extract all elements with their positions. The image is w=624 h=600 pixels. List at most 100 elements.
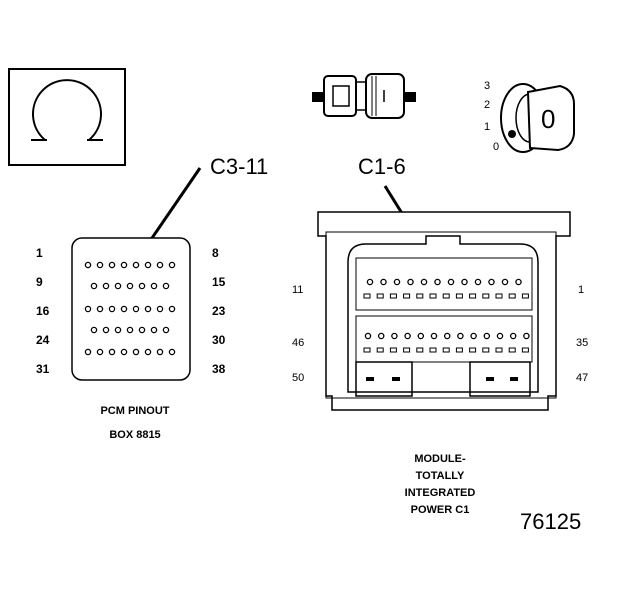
pin-slot [403,293,411,299]
pcm-row-label-left: 31 [36,362,50,376]
pin-dot [120,261,128,269]
pcm-row-label-left: 16 [36,304,50,318]
pin-slot [455,347,463,353]
pcm-caption-line2: BOX 8815 [109,429,161,441]
pin-dot [138,282,146,290]
pin-dot [144,305,152,313]
pin-slot [403,347,411,353]
pin-slot [363,347,371,353]
pin-dot [457,332,464,340]
pin-slot [416,347,424,353]
pin-dot [156,305,164,313]
pin-slot [429,347,437,353]
pin-dot [162,326,170,334]
pin-dot [102,282,110,290]
callout-label-c1-6: C1-6 [358,154,406,179]
pin-dot [168,261,176,269]
pin-slot [521,293,529,299]
pin-dot [102,326,110,334]
pcm-row-label-right: 38 [212,362,226,376]
pin-dot [443,332,451,340]
key-position-3: 3 [484,80,491,92]
pin-dot [523,332,530,340]
pin-dot [417,332,425,340]
pin-dot [380,278,387,286]
module-caption-line2: TOTALLY [415,470,465,482]
pcm-row-label-right: 23 [212,304,226,318]
pin-dot [474,278,482,286]
pin-dot [509,332,517,340]
pin-slot [389,293,397,299]
pin-dot [96,348,104,356]
pcm-row-label-left: 9 [36,275,43,289]
pin-dot [138,326,146,334]
connector-icon [312,73,416,119]
pcm-pin-grid [84,261,176,356]
pin-slot [376,347,384,353]
pin-dot [108,261,116,269]
pin-dot [496,332,504,340]
pin-dot [108,348,116,356]
pin-slot [363,293,371,299]
pin-dot [114,282,122,290]
pin-dot [144,261,152,269]
module-pin-grid [363,278,530,353]
pin-dot [156,348,164,356]
pin-dot [364,332,372,340]
pin-dot [404,332,411,340]
pcm-row-label-right: 15 [212,275,226,289]
pin-dot [470,332,477,340]
pin-dot [483,332,491,340]
omega-icon [31,79,103,141]
pin-dot [120,305,128,313]
key-position-0: 0 [493,141,500,153]
pin-dot [90,282,98,290]
pin-dot [84,348,92,356]
pin-slot [482,293,490,299]
pin-dot [126,282,134,290]
ohmmeter-symbol-box [8,68,126,166]
pin-slot [442,347,450,353]
pin-slot [469,347,477,353]
pin-dot [114,326,122,334]
pcm-row-label-right: 8 [212,246,219,260]
pin-dot [120,348,128,356]
pin-slot [508,293,516,299]
pin-dot [366,278,374,286]
pin-dot [168,348,176,356]
pin-dot [84,305,92,313]
pin-slot [495,293,503,299]
pin-dot [96,261,104,269]
module-caption-line1: MODULE- [414,453,466,465]
pcm-row-label-left: 1 [36,246,43,260]
key-label: 0 [541,104,556,134]
pin-slot [416,293,424,299]
pcm-caption-line1: PCM PINOUT [100,405,170,417]
pin-slot [521,347,529,353]
pin-dot [430,332,438,340]
callout-label-c3-11: C3-11 [210,154,269,179]
pin-dot [144,348,152,356]
pin-dot [393,278,401,286]
pin-dot [132,305,140,313]
ignition-key-icon [500,83,575,153]
pin-slot [482,347,490,353]
figure-number: 76125 [520,509,582,534]
pin-dot [84,261,92,269]
module-label-left: 46 [292,337,305,349]
module-label-right: 1 [578,284,585,296]
pin-slot [376,293,384,299]
pin-dot [515,278,522,286]
module-caption-line3: INTEGRATED [404,487,476,499]
pin-dot [501,278,509,286]
pin-dot [407,278,414,286]
pin-dot [156,261,164,269]
pin-dot [150,326,158,334]
pin-dot [126,326,134,334]
pin-dot [90,326,98,334]
pin-slot [455,293,463,299]
pin-slot [389,347,397,353]
pin-dot [108,305,116,313]
pin-dot [434,278,441,286]
